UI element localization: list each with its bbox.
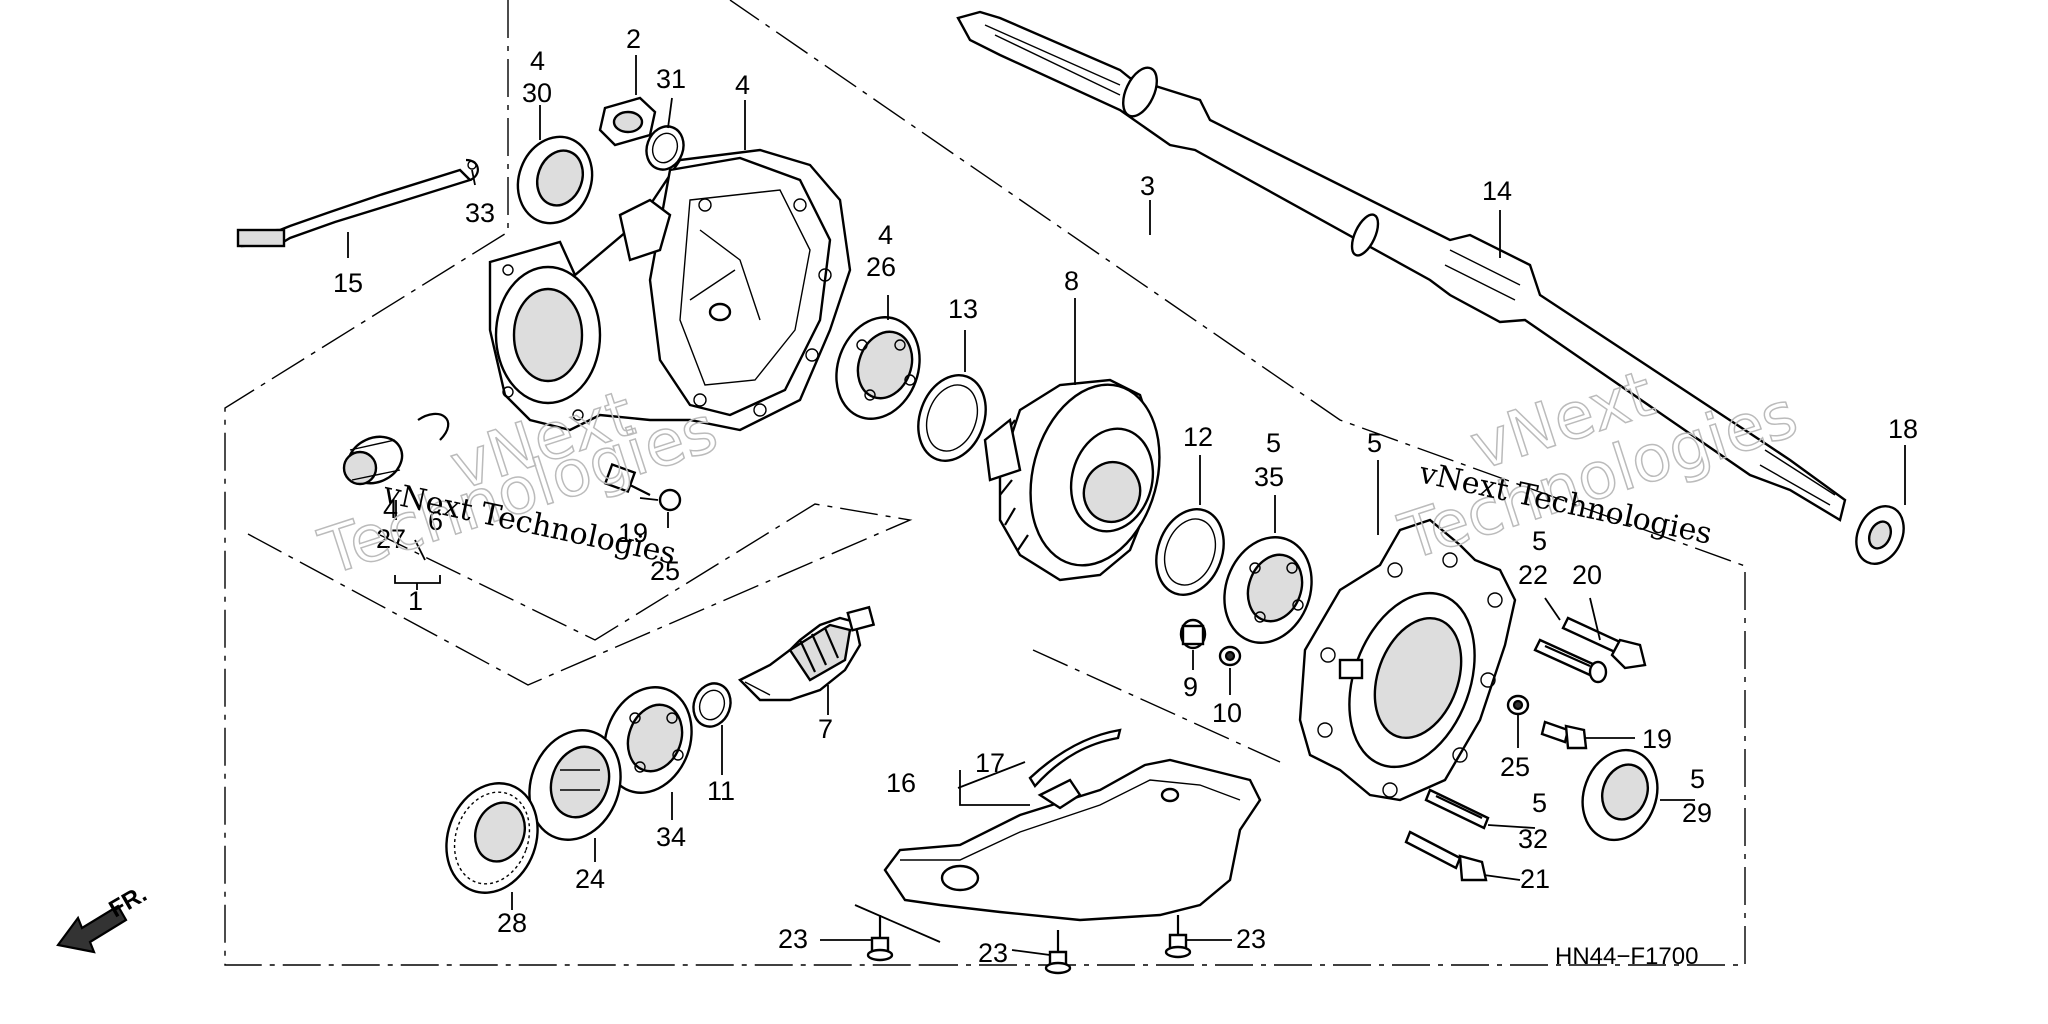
label-4-bearing: 4 [878,220,893,250]
diagram-code: HN44−F1700 [1555,943,1698,970]
lock-nut-24 [528,729,622,841]
boundary-frames [224,0,1746,966]
label-5-stud: 5 [1532,788,1547,818]
label-6: 6 [428,506,443,536]
label-1: 1 [408,586,423,616]
label-15: 15 [333,268,363,298]
filler-bolt [598,96,685,171]
label-28: 28 [497,908,527,938]
axle-shaft [956,10,1847,522]
label-21: 21 [1520,864,1550,894]
drive-pinion [737,605,876,702]
skid-guard [883,728,1262,922]
washer-18 [1855,505,1905,565]
washer-bolt-right [1506,694,1588,750]
small-bolt-19 [603,462,682,512]
label-13: 13 [948,294,978,324]
label-12: 12 [1183,422,1213,452]
oil-seal-30 [516,135,594,225]
label-17: 17 [975,748,1005,778]
shim-12 [1155,508,1225,596]
label-35: 35 [1254,462,1284,492]
label-24: 24 [575,864,605,894]
label-29: 29 [1682,798,1712,828]
label-8: 8 [1064,266,1079,296]
label-16: 16 [886,768,916,798]
label-25-right: 25 [1500,752,1530,782]
label-23-left: 23 [778,924,808,954]
label-11: 11 [707,776,735,806]
studs-32-21 [1404,788,1490,882]
label-2: 2 [626,24,641,54]
label-22: 22 [1518,560,1548,590]
label-32: 32 [1518,824,1548,854]
label-33: 33 [465,198,495,228]
label-34: 34 [656,822,686,852]
label-7: 7 [818,714,833,744]
label-4-needle: 4 [383,494,398,524]
label-10: 10 [1212,698,1242,728]
label-30: 30 [522,78,552,108]
bolts-20-22 [1533,616,1647,684]
label-5-bearing: 5 [1266,428,1281,458]
label-3: 3 [1140,171,1155,201]
label-5-cover: 5 [1367,428,1382,458]
differential-housing [488,148,852,432]
label-20: 20 [1572,560,1602,590]
bolt-23-right [1164,915,1192,959]
breather-tube [236,158,479,248]
oil-seal-29 [1581,748,1659,842]
front-arrow-icon: FR. [56,880,151,954]
leader-lines [347,55,1906,956]
label-5-bolt: 5 [1532,526,1547,556]
oil-seal-28 [445,782,539,894]
label-14: 14 [1482,176,1512,206]
part-labels: 4 30 2 31 4 33 15 3 14 18 4 26 13 8 12 5… [333,24,1918,968]
bolt-23-left [866,915,894,962]
label-27: 27 [376,524,406,554]
label-19-right: 19 [1642,724,1672,754]
small-parts-9-10 [1179,618,1242,667]
bolt-23-mid [1044,930,1072,975]
needle-bearing [342,412,450,486]
label-4-housing: 4 [735,70,750,100]
label-9: 9 [1183,672,1198,702]
label-5-seal: 5 [1690,764,1705,794]
label-23-right: 23 [1236,924,1266,954]
label-18: 18 [1888,414,1918,444]
label-26: 26 [866,252,896,282]
label-31: 31 [656,64,686,94]
gear-case-cover [1298,518,1517,802]
label-23-mid: 23 [978,938,1008,968]
ring-gear [983,378,1161,582]
label-4: 4 [530,46,545,76]
ball-bearing-35 [1223,536,1313,644]
shim-13 [917,374,987,462]
ball-bearing-34 [603,686,693,794]
label-25-left: 25 [650,556,680,586]
label-19-left: 19 [618,518,648,548]
collar-11 [692,682,732,728]
ball-bearing-26 [835,316,921,420]
